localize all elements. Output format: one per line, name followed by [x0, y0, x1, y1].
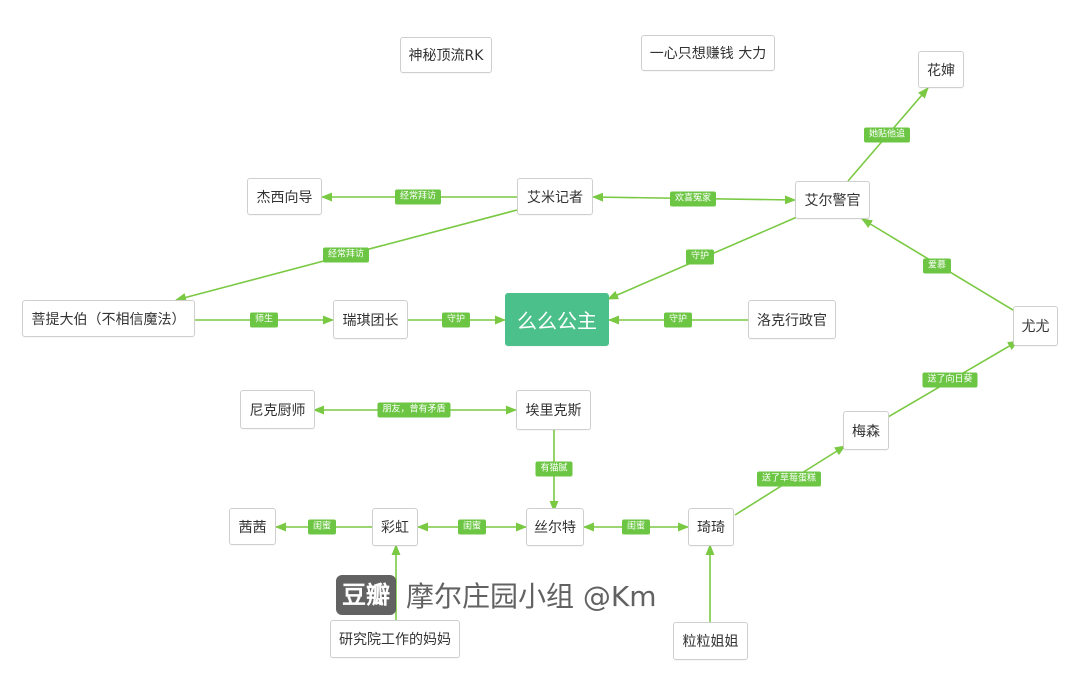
- douban-logo: 豆瓣: [336, 575, 396, 615]
- node-aimi[interactable]: 艾米记者: [517, 178, 593, 215]
- node-meisen[interactable]: 梅森: [843, 411, 889, 450]
- node-aier[interactable]: 艾尔警官: [795, 181, 870, 219]
- node-yixin[interactable]: 一心只想赚钱 大力: [641, 35, 775, 71]
- node-caihong[interactable]: 彩虹: [372, 508, 418, 546]
- label-caihong-siert: 闺蜜: [457, 519, 487, 535]
- node-ailike[interactable]: 埃里克斯: [516, 390, 591, 430]
- label-puti-ruiqi: 师生: [249, 312, 279, 328]
- label-caihong-xixi: 闺蜜: [307, 519, 337, 535]
- node-huashen[interactable]: 花婶: [918, 51, 964, 88]
- douban-watermark: 豆瓣 摩尔庄园小组 @Km: [336, 575, 657, 615]
- label-luoke-yaoyao: 守护: [663, 312, 693, 328]
- node-xixi[interactable]: 茜茜: [229, 508, 276, 545]
- label-ailike-siert: 有猫腻: [535, 461, 573, 477]
- node-yaoyao[interactable]: 么么公主: [505, 293, 609, 346]
- node-youyou[interactable]: 尤尤: [1013, 306, 1058, 346]
- label-meisen-youyou: 送了向日葵: [922, 372, 978, 388]
- node-jiexi[interactable]: 杰西向导: [247, 178, 322, 215]
- label-aier-yaoyao: 守护: [685, 249, 715, 265]
- node-qiqi[interactable]: 琦琦: [688, 508, 734, 546]
- node-yanjiu[interactable]: 研究院工作的妈妈: [330, 620, 460, 658]
- node-lili[interactable]: 粒粒姐姐: [673, 622, 748, 660]
- label-youyou-aier: 爱慕: [922, 258, 952, 274]
- node-luoke[interactable]: 洛克行政官: [748, 300, 836, 339]
- label-aimi-aier: 欢喜冤家: [669, 191, 717, 207]
- node-nike[interactable]: 尼克厨师: [240, 390, 315, 429]
- node-siert[interactable]: 丝尔特: [526, 508, 584, 546]
- label-nike-ailike: 朋友，曾有矛盾: [377, 402, 451, 418]
- watermark-text: 摩尔庄园小组 @Km: [406, 580, 657, 613]
- node-shenmi[interactable]: 神秘顶流RK: [400, 37, 492, 73]
- label-aimi-puti: 经常拜访: [322, 247, 370, 263]
- node-ruiqi[interactable]: 瑞琪团长: [333, 300, 408, 339]
- node-puti[interactable]: 菩提大伯（不相信魔法）: [22, 300, 195, 337]
- label-aier-huashen: 她贴他追: [863, 127, 911, 143]
- label-qiqi-meisen: 送了草莓蛋糕: [756, 471, 822, 487]
- label-aimi-jiexi: 经常拜访: [394, 189, 442, 205]
- label-ruiqi-yaoyao: 守护: [441, 312, 471, 328]
- label-siert-qiqi: 闺蜜: [621, 519, 651, 535]
